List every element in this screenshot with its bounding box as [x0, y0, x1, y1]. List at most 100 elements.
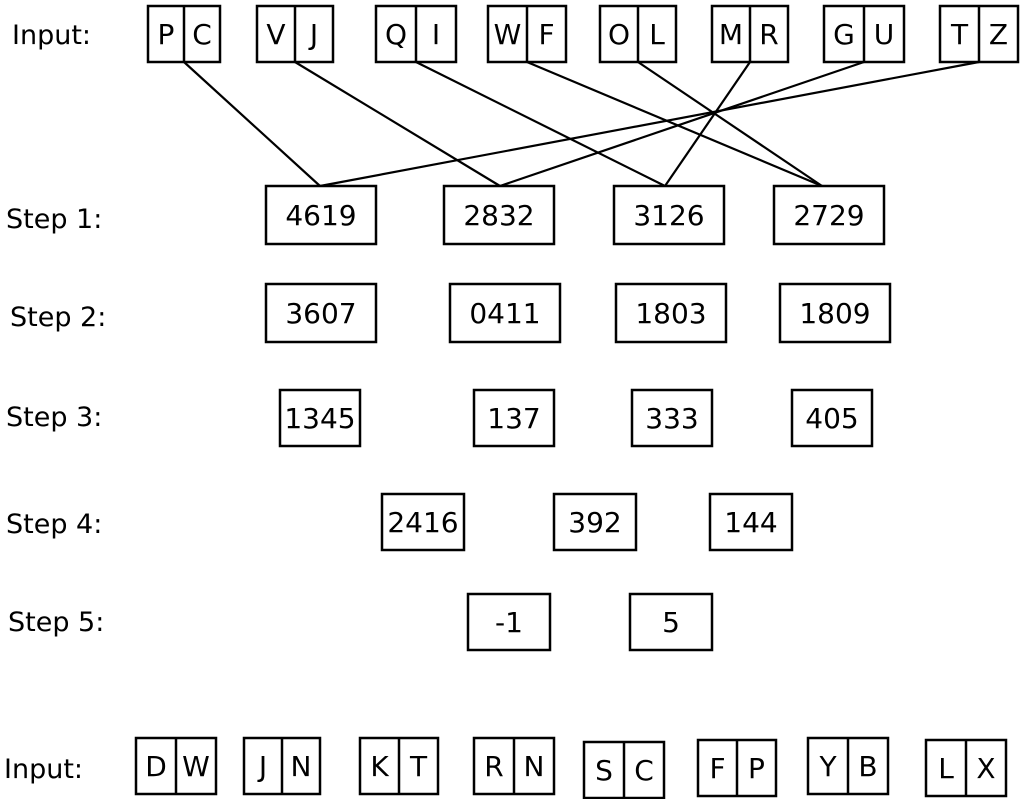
bottom-input-letter-right: T: [409, 750, 428, 783]
step-4-box-frame: [552, 492, 638, 552]
bottom-input-letter-right: P: [748, 752, 765, 785]
step-1-box: 2729: [772, 184, 886, 246]
bottom-input-label: Input:: [4, 754, 83, 785]
step-2-label: Step 2:: [10, 302, 106, 333]
step-5-box-frame: [466, 592, 552, 652]
bottom-input-letter-left: D: [145, 750, 167, 783]
bottom-input-letter-left: K: [370, 750, 389, 783]
connector-lines: [183, 60, 980, 188]
top-input-letter-right: U: [874, 18, 895, 51]
top-input-letter-left: Q: [385, 18, 407, 51]
connector-line: [415, 61, 666, 187]
connector-line: [637, 61, 823, 187]
step-3-box: 405: [790, 388, 874, 448]
step-3-value: 1345: [284, 402, 355, 435]
top-input-letter-left: O: [608, 18, 630, 51]
step-2-value: 0411: [469, 297, 540, 330]
bottom-input-letter-left: L: [938, 752, 954, 785]
step-5-label: Step 5:: [8, 607, 104, 638]
top-input-letter-left: W: [494, 18, 522, 51]
step-1-box-frame: [442, 184, 556, 246]
connector-line: [319, 60, 980, 188]
step-3-box: 1345: [278, 388, 362, 448]
bottom-input-letter-left: R: [484, 750, 503, 783]
step-3-box: 333: [630, 388, 714, 448]
step-1-value: 2729: [793, 199, 864, 232]
bottom-input-letter-right: X: [976, 752, 995, 785]
connector-line: [294, 61, 501, 187]
bottom-input-letter-right: W: [182, 750, 210, 783]
step-1-label: Step 1:: [6, 204, 102, 235]
step-3-box-frame: [790, 388, 874, 448]
step-4-box: 392: [552, 492, 638, 552]
top-input-letter-right: J: [308, 18, 318, 51]
step-1-box-frame: [772, 184, 886, 246]
top-input-letter-right: R: [759, 18, 778, 51]
step-1-value: 2832: [463, 199, 534, 232]
top-input-letter-right: L: [649, 18, 665, 51]
top-input-letter-left: V: [266, 18, 285, 51]
step-3-value: 333: [645, 402, 698, 435]
step-5-box-frame: [628, 592, 714, 652]
step-5-box: -1: [466, 592, 552, 652]
step-3-box: 137: [472, 388, 556, 448]
top-input-letter-right: I: [432, 18, 440, 51]
step-3-box-frame: [630, 388, 714, 448]
step-3-label: Step 3:: [6, 402, 102, 433]
step-4-value: 144: [724, 506, 777, 539]
step-2-box-frame: [778, 282, 892, 344]
step-3-box-frame: [278, 388, 362, 448]
bottom-input-letter-left: J: [257, 750, 267, 783]
bottom-input-letter-right: C: [634, 754, 654, 787]
step-5-value: 5: [662, 606, 680, 639]
step-1-box: 3126: [612, 184, 726, 246]
step-2-value: 3607: [285, 297, 356, 330]
connector-line: [526, 60, 823, 188]
step-4-value: 392: [568, 506, 621, 539]
step-boxes: 4619 2832 3126 2729 3607 0411 1803 1809 1345 137 3…: [264, 184, 892, 652]
top-input-letter-right: C: [192, 18, 212, 51]
step-4-box: 144: [708, 492, 794, 552]
bottom-input-letter-left: S: [595, 754, 613, 787]
bottom-input-letter-right: N: [524, 750, 545, 783]
step-5-box: 5: [628, 592, 714, 652]
step-2-box: 0411: [448, 282, 562, 344]
step-2-box-frame: [614, 282, 728, 344]
step-2-box-frame: [448, 282, 562, 344]
step-1-box: 2832: [442, 184, 556, 246]
step-2-value: 1809: [799, 297, 870, 330]
top-input-label: Input:: [12, 20, 91, 51]
bottom-input-letter-left: Y: [818, 750, 837, 783]
step-2-box-frame: [264, 282, 378, 344]
top-input-letter-left: G: [833, 18, 855, 51]
step-5-value: -1: [495, 606, 523, 639]
step-4-label: Step 4:: [6, 509, 102, 540]
step-2-value: 1803: [635, 297, 706, 330]
bottom-input-letter-right: B: [858, 750, 877, 783]
step-3-value: 137: [487, 402, 540, 435]
top-input-letter-left: T: [950, 18, 969, 51]
step-1-box-frame: [264, 184, 378, 246]
step-2-box: 1809: [778, 282, 892, 344]
connector-line: [183, 61, 321, 187]
connector-line: [664, 61, 751, 187]
step-1-value: 4619: [285, 199, 356, 232]
step-1-value: 3126: [633, 199, 704, 232]
step-4-value: 2416: [387, 506, 458, 539]
